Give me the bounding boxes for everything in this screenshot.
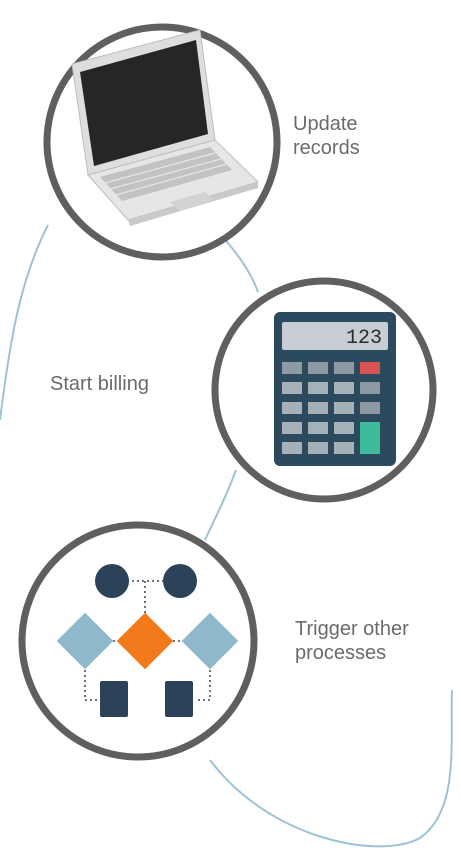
update-records-line-1: Update <box>293 113 358 135</box>
calculator-key <box>308 442 328 454</box>
calculator-key <box>334 442 354 454</box>
calculator-key <box>282 382 302 394</box>
calculator-key <box>360 402 380 414</box>
start-billing-label: Start billing <box>50 373 149 395</box>
calculator-key <box>308 382 328 394</box>
calculator-display-value: 123 <box>346 327 382 350</box>
calculator-key <box>334 422 354 434</box>
calculator-keypad <box>282 362 380 454</box>
flow-node-bottom-left <box>100 681 128 717</box>
calculator-key-tall <box>360 422 380 454</box>
calculator-key <box>282 422 302 434</box>
calculator-key <box>282 442 302 454</box>
step-update-records: Update records <box>43 23 363 261</box>
trigger-processes-label: Trigger other processes <box>295 618 414 664</box>
connector-calculator-to-flowchart <box>204 469 237 541</box>
calculator-key <box>360 382 380 394</box>
calculator-key <box>334 362 354 374</box>
calculator-key <box>308 362 328 374</box>
calculator-key <box>282 402 302 414</box>
calculator-key <box>360 362 380 374</box>
calculator-key <box>334 382 354 394</box>
connector-left-curve <box>0 224 49 421</box>
step-start-billing: 123 Start billing <box>50 277 437 503</box>
calculator-key <box>308 402 328 414</box>
trigger-processes-line-1: Trigger other <box>295 618 409 640</box>
calculator-display <box>282 322 388 350</box>
calculator-key <box>308 422 328 434</box>
update-records-line-2: records <box>293 137 360 159</box>
update-records-label: Update records <box>293 113 363 159</box>
flow-node-top-left <box>95 564 129 598</box>
calculator-key <box>334 402 354 414</box>
calculator-key <box>282 362 302 374</box>
connector-bottom-loop <box>209 689 453 848</box>
calculator-icon: 123 <box>274 312 396 466</box>
trigger-processes-line-2: processes <box>295 642 386 664</box>
laptop-icon <box>71 29 259 226</box>
flow-node-top-right <box>163 564 197 598</box>
flow-node-bottom-right <box>165 681 193 717</box>
step-trigger-processes: Trigger other processes <box>18 521 414 761</box>
